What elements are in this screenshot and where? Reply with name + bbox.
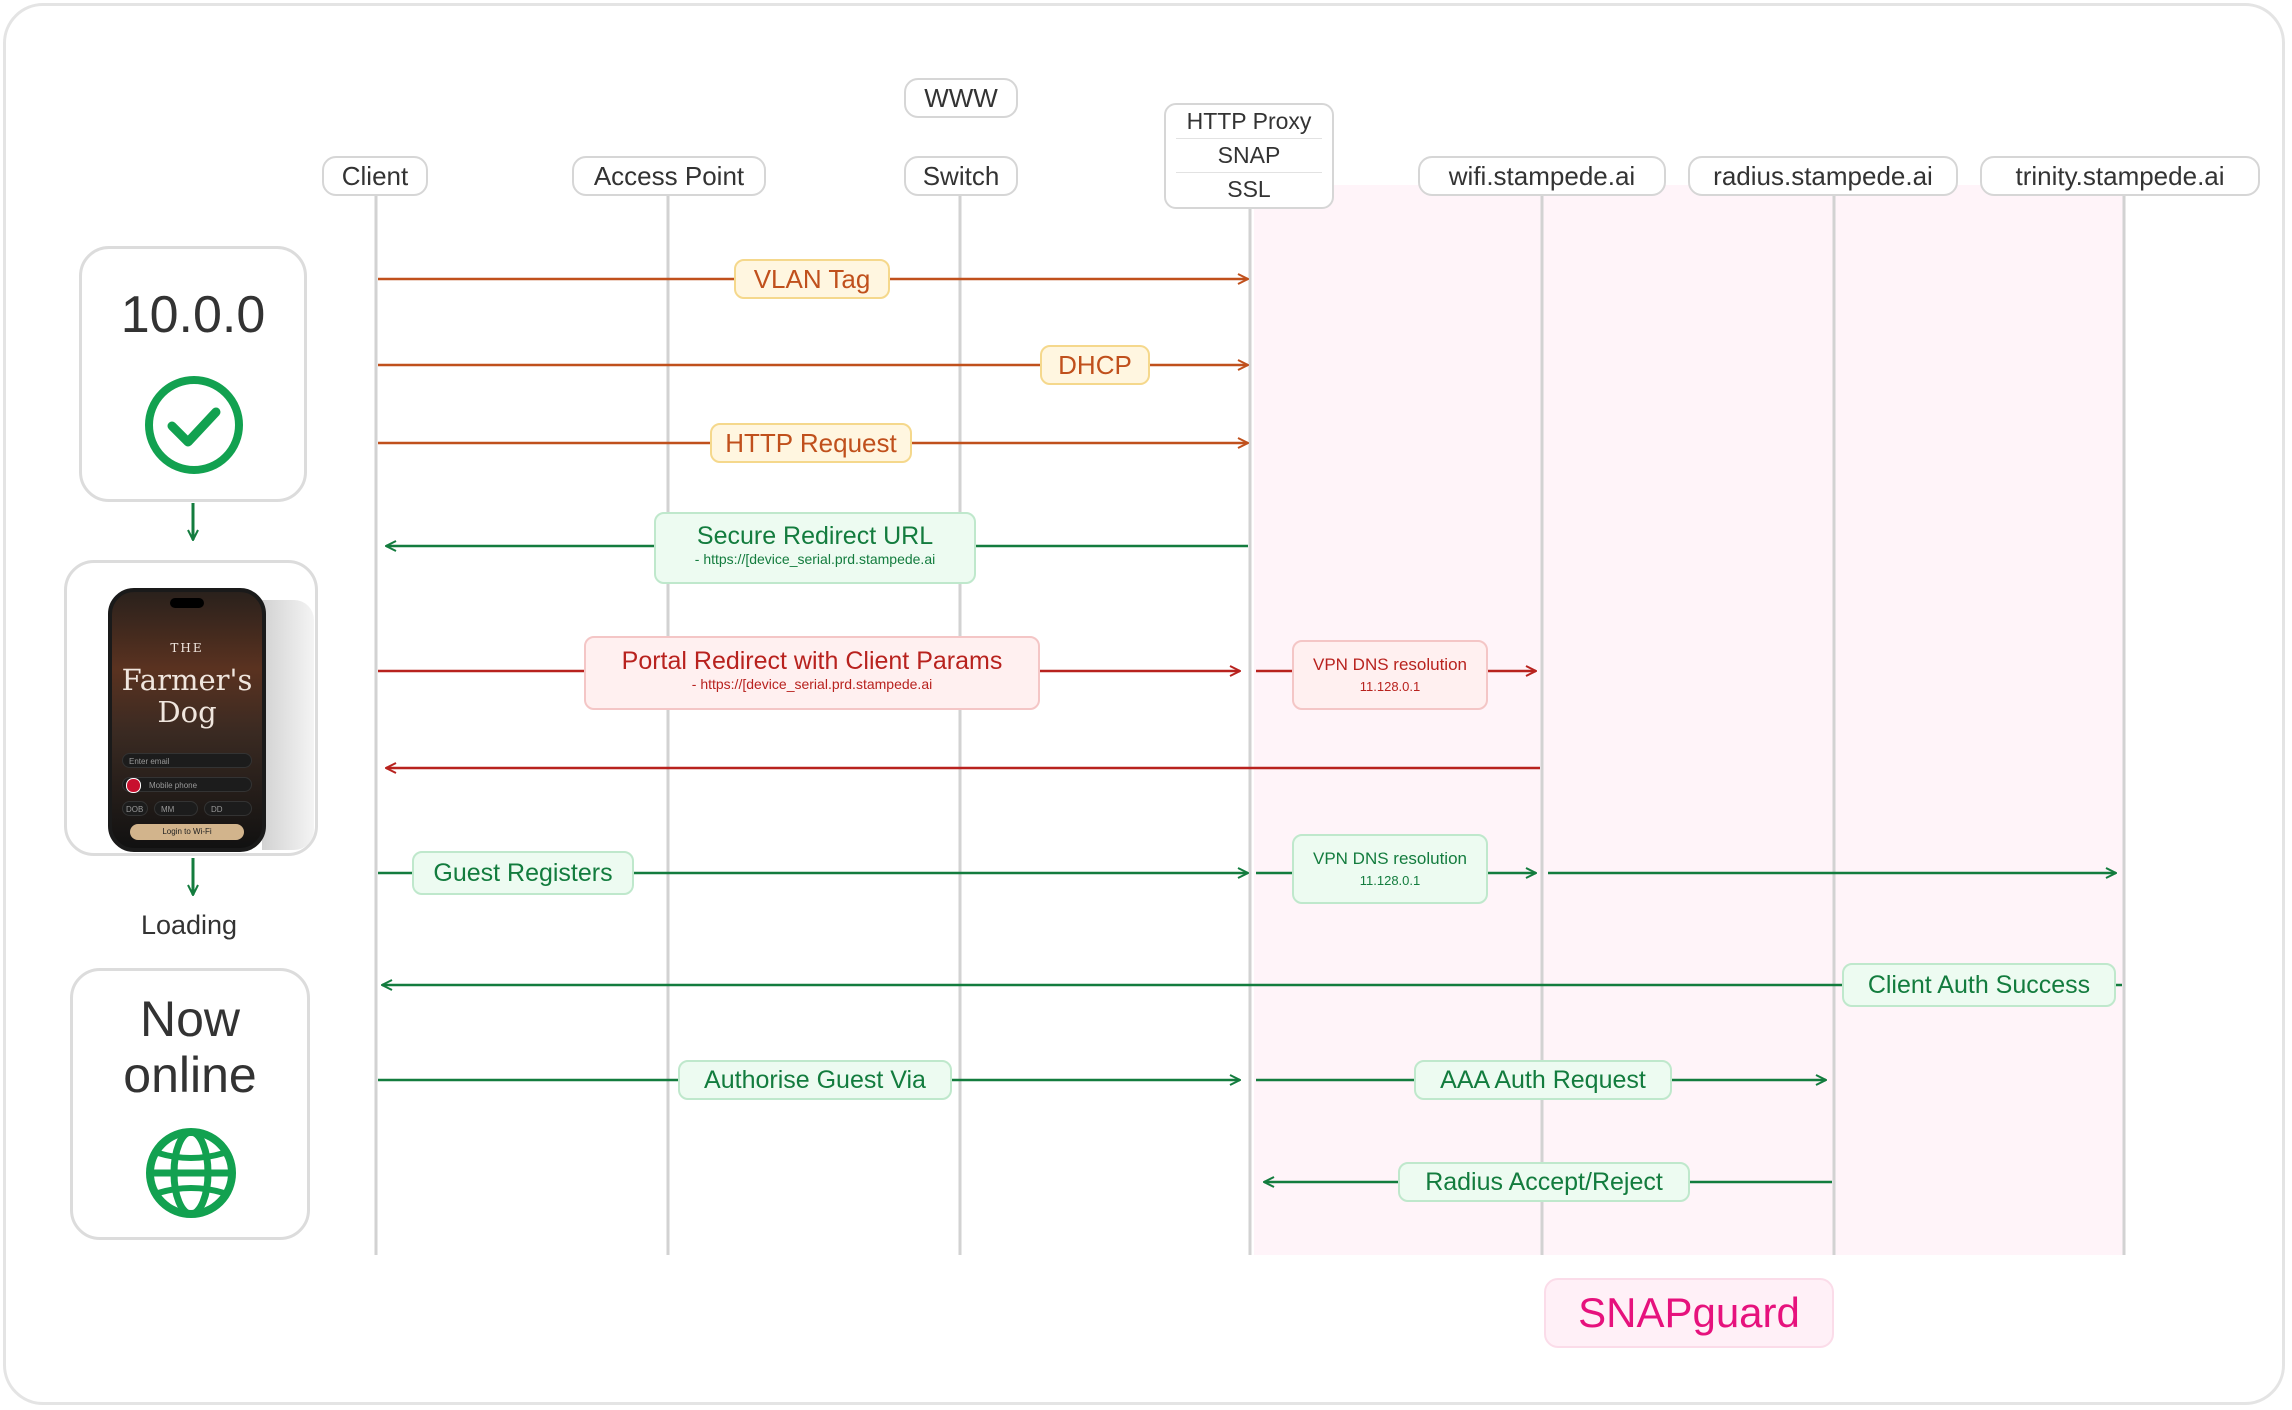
phone-dob-label: DOB <box>122 801 148 816</box>
phone-shadow <box>262 600 314 850</box>
msg-guest-registers: Guest Registers <box>412 851 634 895</box>
proxy-line-http: HTTP Proxy <box>1186 108 1312 134</box>
online-text: Now online <box>123 991 257 1103</box>
msg-portal-redirect: Portal Redirect with Client Params - htt… <box>584 636 1040 710</box>
participant-wifi: wifi.stampede.ai <box>1418 156 1666 196</box>
participant-switch: Switch <box>904 156 1018 196</box>
proxy-line-snap: SNAP <box>1176 138 1322 172</box>
uk-flag-icon <box>126 778 141 793</box>
phone-brand: THE Farmer's Dog <box>121 641 253 729</box>
participant-access-point: Access Point <box>572 156 766 196</box>
msg-vpn-dns-2: VPN DNS resolution 11.128.0.1 <box>1292 834 1488 904</box>
phone-email-field: Enter email <box>122 753 252 768</box>
ip-address: 10.0.0 <box>120 286 266 344</box>
msg-http-request: HTTP Request <box>710 423 912 463</box>
snapguard-badge: SNAPguard <box>1544 1278 1834 1348</box>
msg-aaa-auth: AAA Auth Request <box>1414 1060 1672 1100</box>
loading-label: Loading <box>140 910 238 940</box>
phone-mockup: THE Farmer's Dog Enter email Mobile phon… <box>108 588 266 852</box>
ip-status-card: 10.0.0 <box>79 246 307 502</box>
msg-vpn-dns-1: VPN DNS resolution 11.128.0.1 <box>1292 640 1488 710</box>
participant-radius: radius.stampede.ai <box>1688 156 1958 196</box>
participant-client: Client <box>322 156 428 196</box>
msg-radius-accept: Radius Accept/Reject <box>1398 1162 1690 1202</box>
msg-secure-redirect: Secure Redirect URL - https://[device_se… <box>654 512 976 584</box>
globe-icon <box>146 1128 236 1218</box>
participant-trinity: trinity.stampede.ai <box>1980 156 2260 196</box>
phone-day-field: DD <box>204 801 252 816</box>
phone-month-field: MM <box>154 801 198 816</box>
msg-dhcp: DHCP <box>1040 345 1150 385</box>
check-circle-icon <box>145 376 243 474</box>
phone-notch <box>170 598 204 608</box>
msg-vlan-tag: VLAN Tag <box>734 259 890 299</box>
msg-client-auth-success: Client Auth Success <box>1842 963 2116 1007</box>
msg-authorise-guest: Authorise Guest Via <box>678 1060 952 1100</box>
proxy-line-ssl: SSL <box>1176 172 1322 206</box>
snapguard-zone <box>1254 185 2124 1255</box>
participant-www: WWW <box>904 78 1018 118</box>
online-status-card: Now online <box>70 968 310 1240</box>
phone-mobile-field: Mobile phone <box>122 777 252 792</box>
phone-login-button: Login to Wi-Fi <box>130 824 244 840</box>
participant-http-proxy: HTTP Proxy SNAP SSL <box>1164 103 1334 209</box>
